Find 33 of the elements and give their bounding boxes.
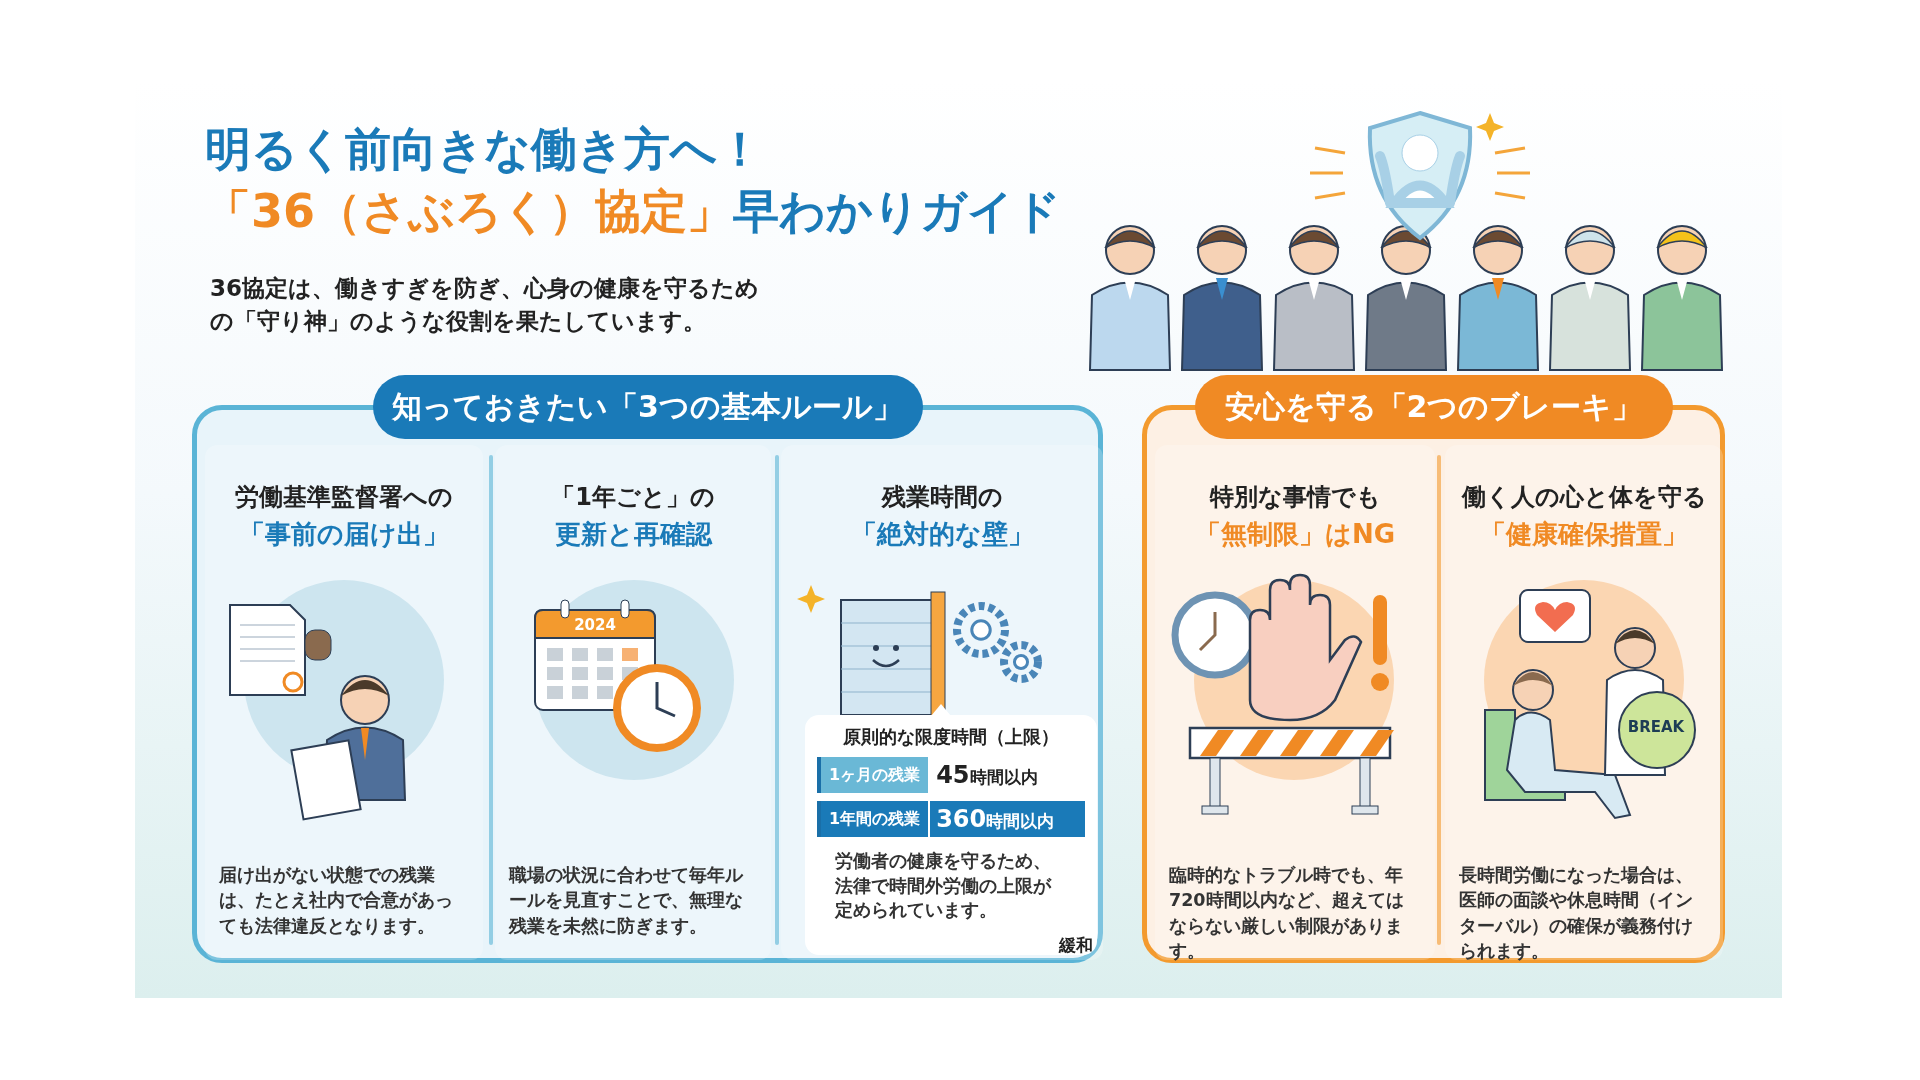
- heading-highlight: 「絶対的な壁」: [849, 518, 1035, 551]
- column-panel: [205, 445, 483, 960]
- bar-label: 1年間の残業: [821, 801, 931, 837]
- description: 届け出がない状態での残業は、たとえ社内で合意があっても法律違反となります。: [219, 864, 454, 938]
- heading: 特別な事情でも: [1208, 482, 1382, 513]
- heading: 働く人の心と体を守る: [1460, 482, 1708, 513]
- heading-highlight: 更新と再確認: [553, 518, 714, 551]
- heading-highlight: 「事前の届け出」: [238, 518, 450, 551]
- description: 長時間労働になった場合は、医師の面談や休息時間（インターバル）の確保が義務付けられます。: [1459, 864, 1694, 964]
- section-header: 知っておきたい「3つの基本ルール」: [372, 375, 923, 439]
- title: 明るく前向きな働き方へ！「36（さぶろく）協定」早わかりガイド: [205, 121, 1061, 241]
- note: 緩和: [1059, 934, 1093, 957]
- heading-highlight: 「健康確保措置」: [1479, 518, 1689, 551]
- column-panel: [781, 445, 1103, 960]
- calendar-year: 2024: [573, 615, 617, 636]
- column-panel: [1445, 445, 1723, 960]
- description: 臨時的なトラブル時でも、年720時間以内など、超えてはならない厳しい制限があります。: [1169, 864, 1405, 964]
- description: 職場の状況に合わせて毎年ルールを見直すことで、無理な残業を未然に防ぎます。: [509, 864, 744, 938]
- card-heading: 原則的な限度時間（上限）: [842, 725, 1060, 749]
- heading: 労働基準監督署への: [234, 482, 454, 513]
- limit-bar: [817, 801, 1085, 837]
- heading: 「1年ごと」の: [550, 482, 716, 513]
- subtitle: 36協定は、働きすぎを防ぎ、心身の健康を守るための「守り神」のような役割を果たしています。: [210, 274, 760, 337]
- column-panel: [495, 445, 771, 960]
- limit-value: 45時間以内: [935, 761, 1038, 789]
- section-header: 安心を守る「2つのブレーキ」: [1194, 375, 1673, 439]
- heading: 残業時間の: [880, 482, 1004, 513]
- break-label: BREAK: [1626, 717, 1686, 738]
- column-panel: [1155, 445, 1435, 960]
- heading-highlight: 「無制限」はNG: [1193, 518, 1397, 551]
- bar-label: 1ヶ月の残業: [821, 757, 931, 793]
- limit-value: 360時間以内: [935, 805, 1055, 833]
- description: 労働者の健康を守るため、法律で時間外労働の上限が定められています。: [835, 850, 1053, 922]
